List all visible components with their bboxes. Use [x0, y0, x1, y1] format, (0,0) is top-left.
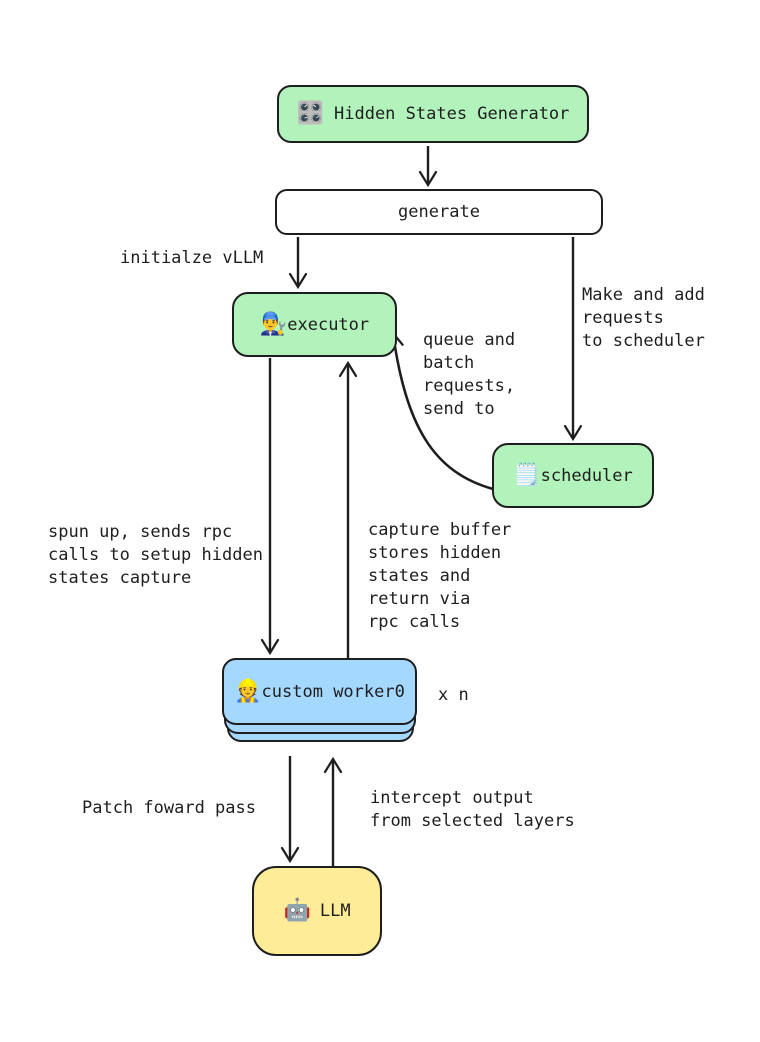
robot-icon: 🤖 [283, 898, 311, 923]
edge-label-queue-and-batch: queue and batch requests, send to [423, 330, 516, 419]
node-llm-label: LLM [319, 901, 351, 921]
node-hidden-states-generator: 🎛️ Hidden States Generator [277, 85, 589, 143]
edge-label-intercept-output: intercept output from selected layers [370, 788, 575, 831]
mechanic-person-icon: 👨‍🔧 [259, 311, 288, 337]
edge-label-patch-forward-pass: Patch foward pass [82, 798, 256, 818]
node-executor-label: executor [287, 314, 370, 335]
node-custom-worker-label: custom worker0 [261, 681, 405, 702]
node-custom-worker: 👷 custom worker0 [222, 658, 417, 725]
node-hidden-states-generator-label: Hidden States Generator [334, 104, 570, 124]
node-llm: 🤖 LLM [252, 866, 382, 956]
node-scheduler-label: scheduler [540, 465, 633, 486]
construction-worker-icon: 👷 [234, 678, 262, 704]
node-executor: 👨‍🔧 executor [232, 292, 397, 357]
spiral-notepad-icon: 🗒️ [513, 462, 541, 488]
node-scheduler: 🗒️ scheduler [492, 443, 654, 508]
node-generate: generate [275, 189, 603, 235]
edge-label-make-and-add-requests: Make and add requests to scheduler [582, 285, 705, 351]
edge-label-initialize-vllm: initialze vLLM [120, 248, 264, 268]
edge-label-spun-up-rpc: spun up, sends rpc calls to setup hidden… [48, 522, 263, 588]
edge-label-capture-buffer: capture buffer stores hidden states and … [368, 520, 512, 632]
worker-multiplier-label: x n [438, 685, 469, 705]
node-generate-label: generate [398, 202, 480, 222]
control-knobs-icon: 🎛️ [296, 101, 324, 126]
